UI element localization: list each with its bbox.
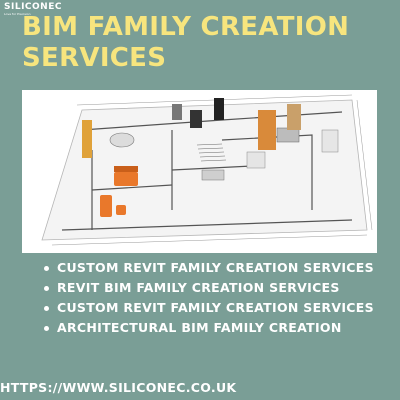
logo-text: SILICONEC bbox=[4, 2, 62, 12]
bullet-icon bbox=[44, 266, 49, 271]
list-item: CUSTOM REVIT FAMILY CREATION SERVICES bbox=[42, 258, 392, 278]
bullet-icon bbox=[44, 326, 49, 331]
bullet-icon bbox=[44, 306, 49, 311]
service-label: ARCHITECTURAL BIM FAMILY CREATION bbox=[57, 320, 342, 335]
website-link[interactable]: HTTPS://WWW.SILICONEC.CO.UK bbox=[0, 380, 237, 395]
list-item: REVIT BIM FAMILY CREATION SERVICES bbox=[42, 278, 392, 298]
bim-floor-plan-image bbox=[22, 90, 377, 253]
title-line-2: SERVICES bbox=[22, 43, 167, 73]
services-list: CUSTOM REVIT FAMILY CREATION SERVICES RE… bbox=[42, 258, 392, 338]
list-item: CUSTOM REVIT FAMILY CREATION SERVICES bbox=[42, 298, 392, 318]
service-label: CUSTOM REVIT FAMILY CREATION SERVICES bbox=[57, 260, 374, 275]
floor-plan-illustration bbox=[41, 94, 373, 246]
service-label: REVIT BIM FAMILY CREATION SERVICES bbox=[57, 280, 340, 295]
bullet-icon bbox=[44, 286, 49, 291]
brand-logo: SILICONEC Love for Precision bbox=[4, 2, 74, 16]
service-label: CUSTOM REVIT FAMILY CREATION SERVICES bbox=[57, 300, 374, 315]
page-title: BIM FAMILY CREATION SERVICES bbox=[22, 12, 392, 74]
list-item: ARCHITECTURAL BIM FAMILY CREATION bbox=[42, 318, 392, 338]
logo-tagline: Love for Precision bbox=[4, 12, 31, 16]
title-line-1: BIM FAMILY CREATION bbox=[22, 12, 350, 42]
